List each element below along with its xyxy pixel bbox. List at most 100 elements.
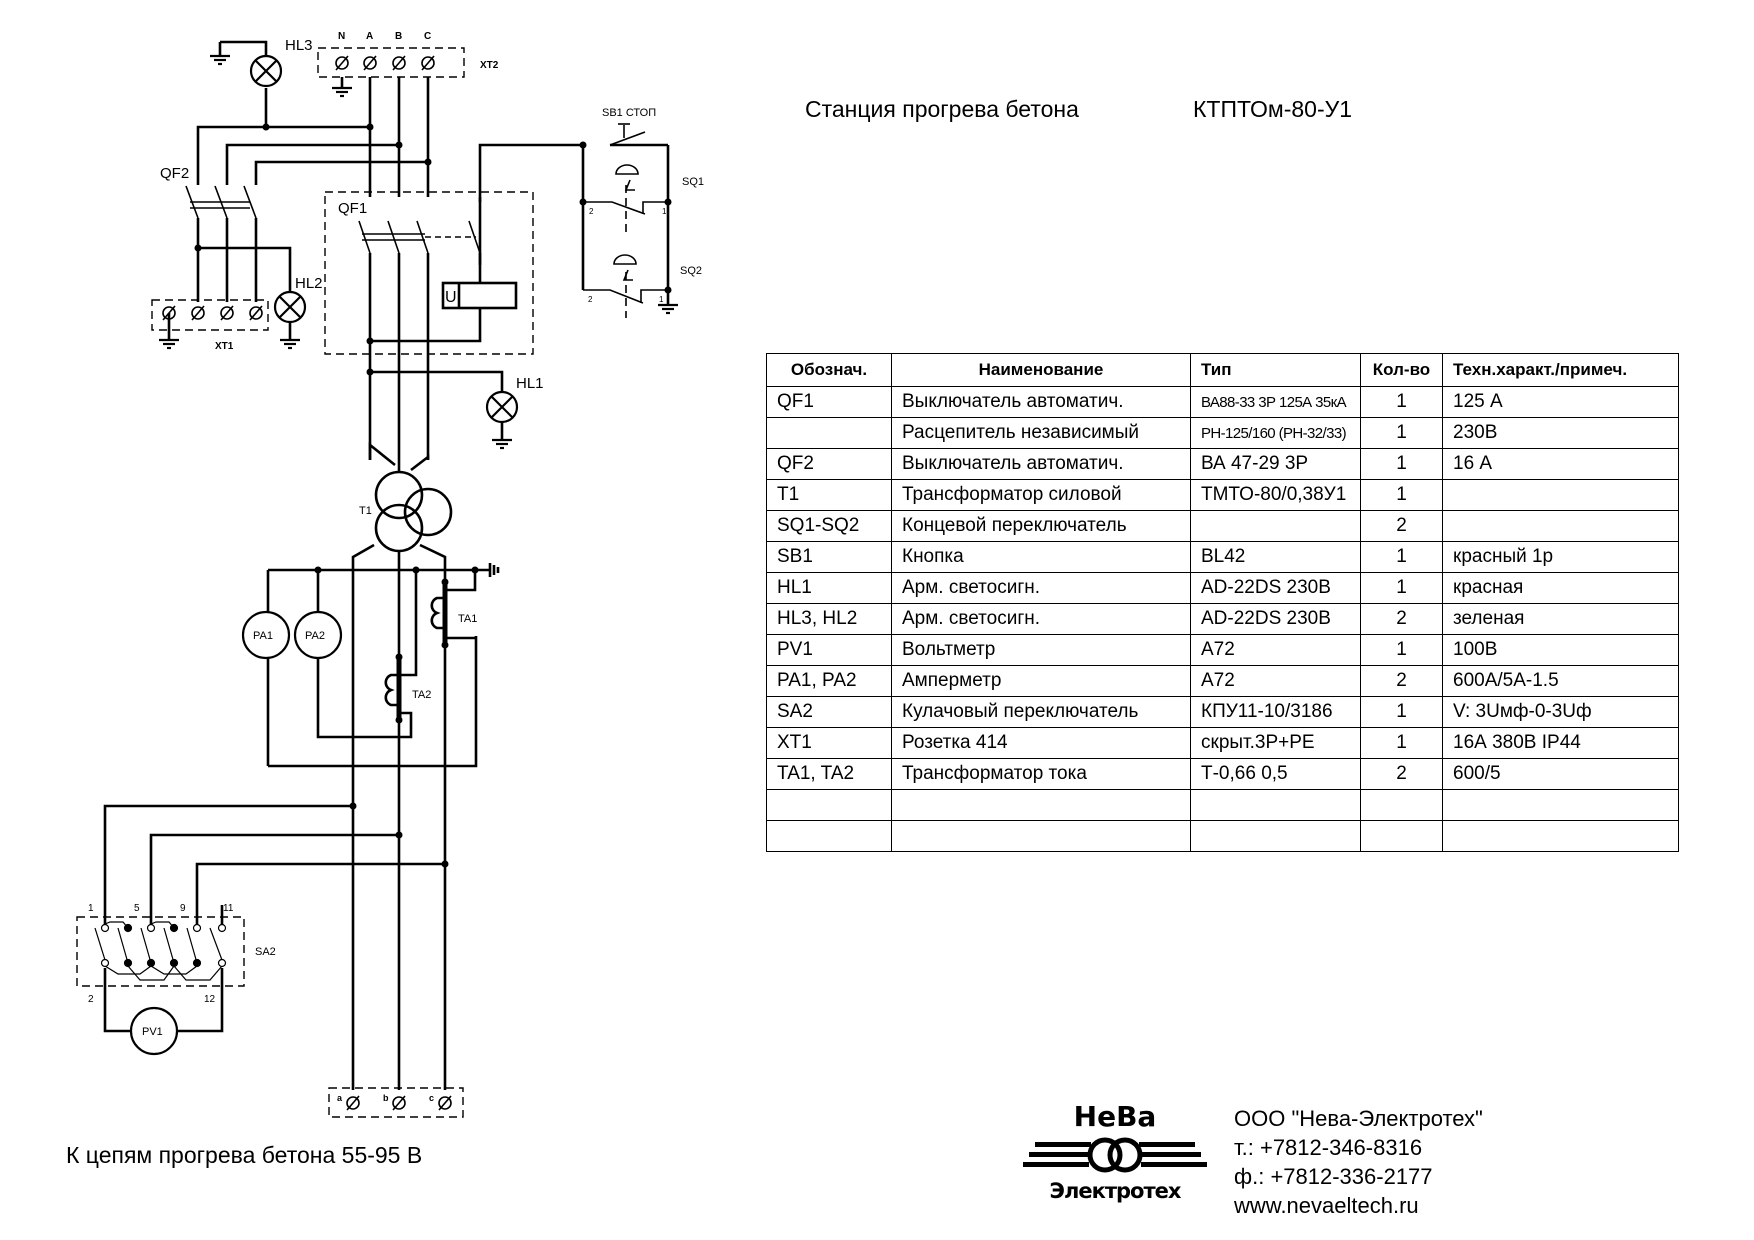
sq1-pin1: 1: [662, 207, 667, 216]
sb1-label: SB1 СТОП: [602, 107, 656, 119]
station-title: Станция прогрева бетона: [805, 96, 1079, 122]
cell-quantity: 1: [1360, 727, 1443, 759]
xt1-label: XT1: [215, 341, 234, 352]
cell-quantity: 1: [1360, 696, 1443, 728]
col-header-designation: Обознач.: [766, 353, 892, 387]
sq2-pin2: 2: [588, 295, 593, 304]
cell-name: Выключатель автоматич.: [891, 386, 1191, 418]
cell-name: Вольтметр: [891, 634, 1191, 666]
cell-quantity: 1: [1360, 479, 1443, 511]
cell-specs: 600/5: [1442, 758, 1679, 790]
sa2-pin-5: 5: [134, 903, 140, 914]
hl2-label: HL2: [295, 275, 323, 292]
output-circuits-note: К цепям прогрева бетона 55-95 В: [66, 1142, 423, 1168]
cell-designation: [766, 789, 892, 821]
pv1-label: PV1: [142, 1026, 163, 1038]
company-name: ООО "Нева-Электротех": [1234, 1106, 1483, 1131]
cell-designation: TA1, TA2: [766, 758, 892, 790]
logo-bottom-text: Электротех: [1050, 1179, 1182, 1203]
cell-specs: 600А/5А-1.5: [1442, 665, 1679, 697]
cell-designation: PV1: [766, 634, 892, 666]
pa1-meter-icon: [241, 610, 291, 660]
company-logo: НеВа Электротех: [1023, 1100, 1207, 1203]
cell-specs: красная: [1442, 572, 1679, 604]
cell-specs: 230В: [1442, 417, 1679, 449]
col-header-specs: Техн.характ./примеч.: [1442, 353, 1679, 387]
cell-type: AD-22DS 230В: [1190, 572, 1361, 604]
table-header-row: Обознач. Наименование Тип Кол-во Техн.ха…: [766, 353, 1679, 387]
cell-specs: V: 3Uмф-0-3Uф: [1442, 696, 1679, 728]
cell-quantity: 1: [1360, 386, 1443, 418]
cell-type: КПУ11-10/3186: [1190, 696, 1361, 728]
cell-designation: XT1: [766, 727, 892, 759]
sa2-pin-12: 12: [204, 994, 216, 1005]
cell-designation: QF1: [766, 386, 892, 418]
xt2-term-b: B: [395, 31, 402, 42]
company-website[interactable]: www.nevaeltech.ru: [1234, 1193, 1419, 1218]
ground-icon: [159, 54, 678, 450]
pv1-meter-icon: [129, 1006, 179, 1056]
sa2-pin-1: 1: [88, 903, 94, 914]
cell-designation: SQ1-SQ2: [766, 510, 892, 542]
cell-type: ВА88-33 3Р 125А 35кА: [1190, 386, 1361, 418]
xt2-term-a: A: [366, 31, 373, 42]
t1-label: T1: [359, 505, 372, 517]
cell-specs: [1442, 479, 1679, 511]
cell-quantity: 1: [1360, 541, 1443, 573]
cell-name: Трансформатор тока: [891, 758, 1191, 790]
company-phone: т.: +7812-346-8316: [1234, 1135, 1423, 1160]
cell-type: А72: [1190, 634, 1361, 666]
cell-type: Т-0,66 0,5: [1190, 758, 1361, 790]
hl1-label: HL1: [516, 375, 544, 392]
sa2-contacts: [100, 923, 227, 968]
cell-name: [891, 789, 1191, 821]
out-term-c: c: [429, 1093, 434, 1103]
cell-designation: [766, 820, 892, 852]
col-header-quantity: Кол-во: [1360, 353, 1443, 387]
cell-specs: 125 А: [1442, 386, 1679, 418]
sq2-label: SQ2: [680, 265, 702, 277]
cell-designation: HL1: [766, 572, 892, 604]
cell-quantity: 2: [1360, 665, 1443, 697]
specification-table: Обознач. Наименование Тип Кол-во Техн.ха…: [766, 353, 1679, 852]
out-term-a: a: [337, 1093, 343, 1103]
cell-quantity: [1360, 820, 1443, 852]
ta1-label: TA1: [458, 613, 477, 625]
cell-designation: PA1, PA2: [766, 665, 892, 697]
xt2-term-c: C: [424, 31, 431, 42]
cell-designation: [766, 417, 892, 449]
xt2-label: XT2: [480, 60, 499, 71]
cell-type: ВА 47-29 3Р: [1190, 448, 1361, 480]
cell-name: Амперметр: [891, 665, 1191, 697]
cell-name: Концевой переключатель: [891, 510, 1191, 542]
junction-dots: [194, 123, 672, 868]
cell-type: скрыт.3Р+РЕ: [1190, 727, 1361, 759]
cell-quantity: 1: [1360, 417, 1443, 449]
qf1-label: QF1: [338, 200, 367, 217]
cell-specs: [1442, 820, 1679, 852]
sq1-pin2: 2: [589, 207, 594, 216]
logo-top-text: НеВа: [1074, 1100, 1157, 1133]
table-row: [766, 820, 1679, 852]
out-term-b: b: [383, 1093, 389, 1103]
release-coil-label: U: [445, 289, 457, 306]
sq1-label: SQ1: [682, 176, 704, 188]
cell-type: AD-22DS 230В: [1190, 603, 1361, 635]
cell-name: Трансформатор силовой: [891, 479, 1191, 511]
cell-name: Расцепитель независимый: [891, 417, 1191, 449]
cell-name: Кнопка: [891, 541, 1191, 573]
cell-specs: [1442, 510, 1679, 542]
cell-designation: T1: [766, 479, 892, 511]
sa2-pin-9: 9: [180, 903, 186, 914]
cell-type: [1190, 789, 1361, 821]
cell-type: А72: [1190, 665, 1361, 697]
